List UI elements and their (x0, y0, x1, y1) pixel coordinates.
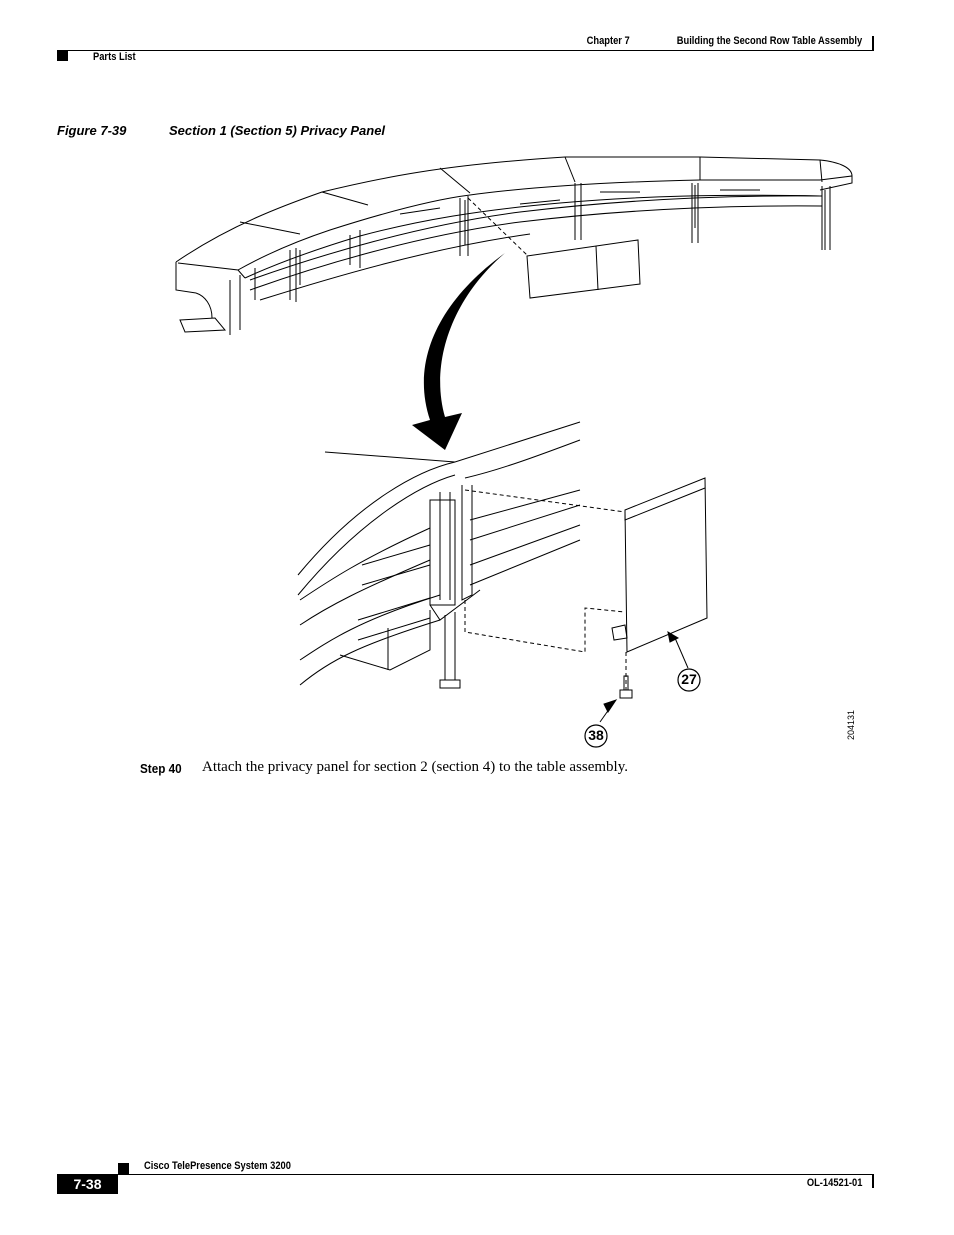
footer-doc-id: OL-14521-01 (806, 1177, 862, 1189)
footer-product: Cisco TelePresence System 3200 (144, 1160, 291, 1172)
privacy-panel-top (467, 197, 641, 299)
header-right-bar (872, 36, 874, 50)
header-section: Parts List (93, 51, 136, 63)
step-text: Attach the privacy panel for section 2 (… (202, 759, 628, 775)
detail-view-drawing (297, 421, 708, 723)
header-marker (57, 50, 68, 61)
header-chapter: Chapter 7 (586, 35, 630, 47)
privacy-panel-figure (175, 156, 853, 748)
footer-marker (118, 1163, 129, 1174)
callout-circle-38 (584, 724, 608, 748)
header-chapter-title: Building the Second Row Table Assembly (676, 35, 862, 47)
header-rule (57, 50, 874, 51)
footer-page-box (57, 1174, 118, 1194)
direction-arrow (412, 253, 505, 450)
callout-label-38: 38 (588, 727, 604, 743)
figure-title: Section 1 (Section 5) Privacy Panel (169, 123, 386, 138)
table-assembly-drawing (175, 156, 853, 335)
step-label: Step 40 (140, 761, 182, 776)
footer-page-number: 7-38 (73, 1176, 102, 1192)
footer-right-bar (872, 1174, 874, 1188)
art-id: 204131 (846, 709, 856, 741)
figure-number: Figure 7-39 (57, 123, 127, 138)
callout-label-27: 27 (681, 671, 697, 687)
footer-rule (118, 1174, 874, 1175)
callout-circle-27 (677, 668, 701, 692)
